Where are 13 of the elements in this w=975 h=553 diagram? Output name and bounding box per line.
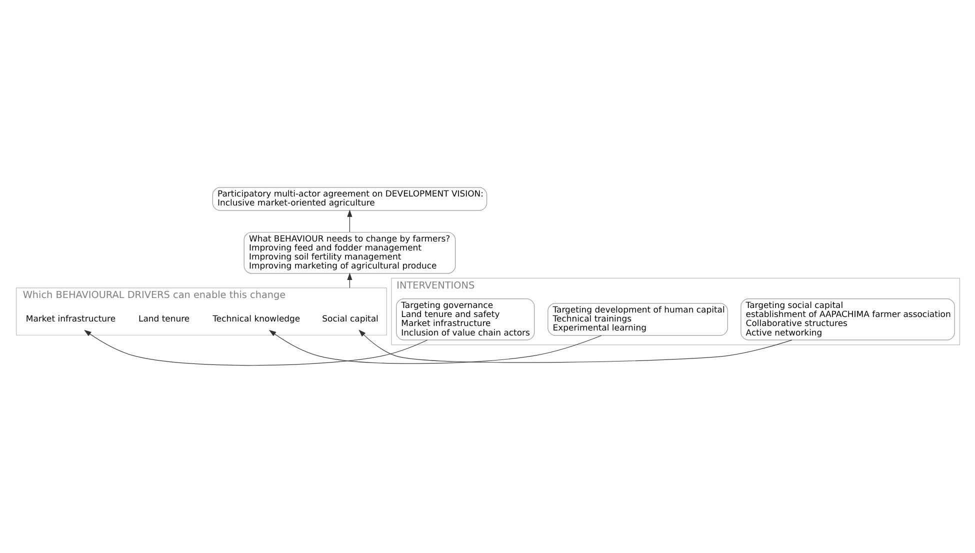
arrow xyxy=(268,330,602,364)
node-text: Market infrastructure xyxy=(25,314,116,324)
node-box: Targeting social capital establishment of AAPACHIMA farmer association Collaborative structures Active networking xyxy=(740,298,954,340)
node-box: Participatory multi-actor agreement on DEVELOPMENT VISION: Inclusive market-oriented agriculture xyxy=(212,187,487,211)
node-box: Targeting governance Land tenure and safety Market infrastructure Inclusion of value chain actors xyxy=(396,298,534,340)
arrow xyxy=(358,330,792,363)
arrow xyxy=(346,210,352,232)
node-text: Social capital xyxy=(322,314,378,324)
arrow xyxy=(84,330,428,366)
node-box: Targeting development of human capital Technical trainings Experimental learning xyxy=(547,303,728,336)
node-text: Technical knowledge xyxy=(212,314,300,324)
node-box: What BEHAVIOUR needs to change by farmers? Improving feed and fodder management Improving soil fertility management Improving marketing of agricultural produce xyxy=(243,232,456,274)
node-text: Land tenure xyxy=(138,314,190,324)
